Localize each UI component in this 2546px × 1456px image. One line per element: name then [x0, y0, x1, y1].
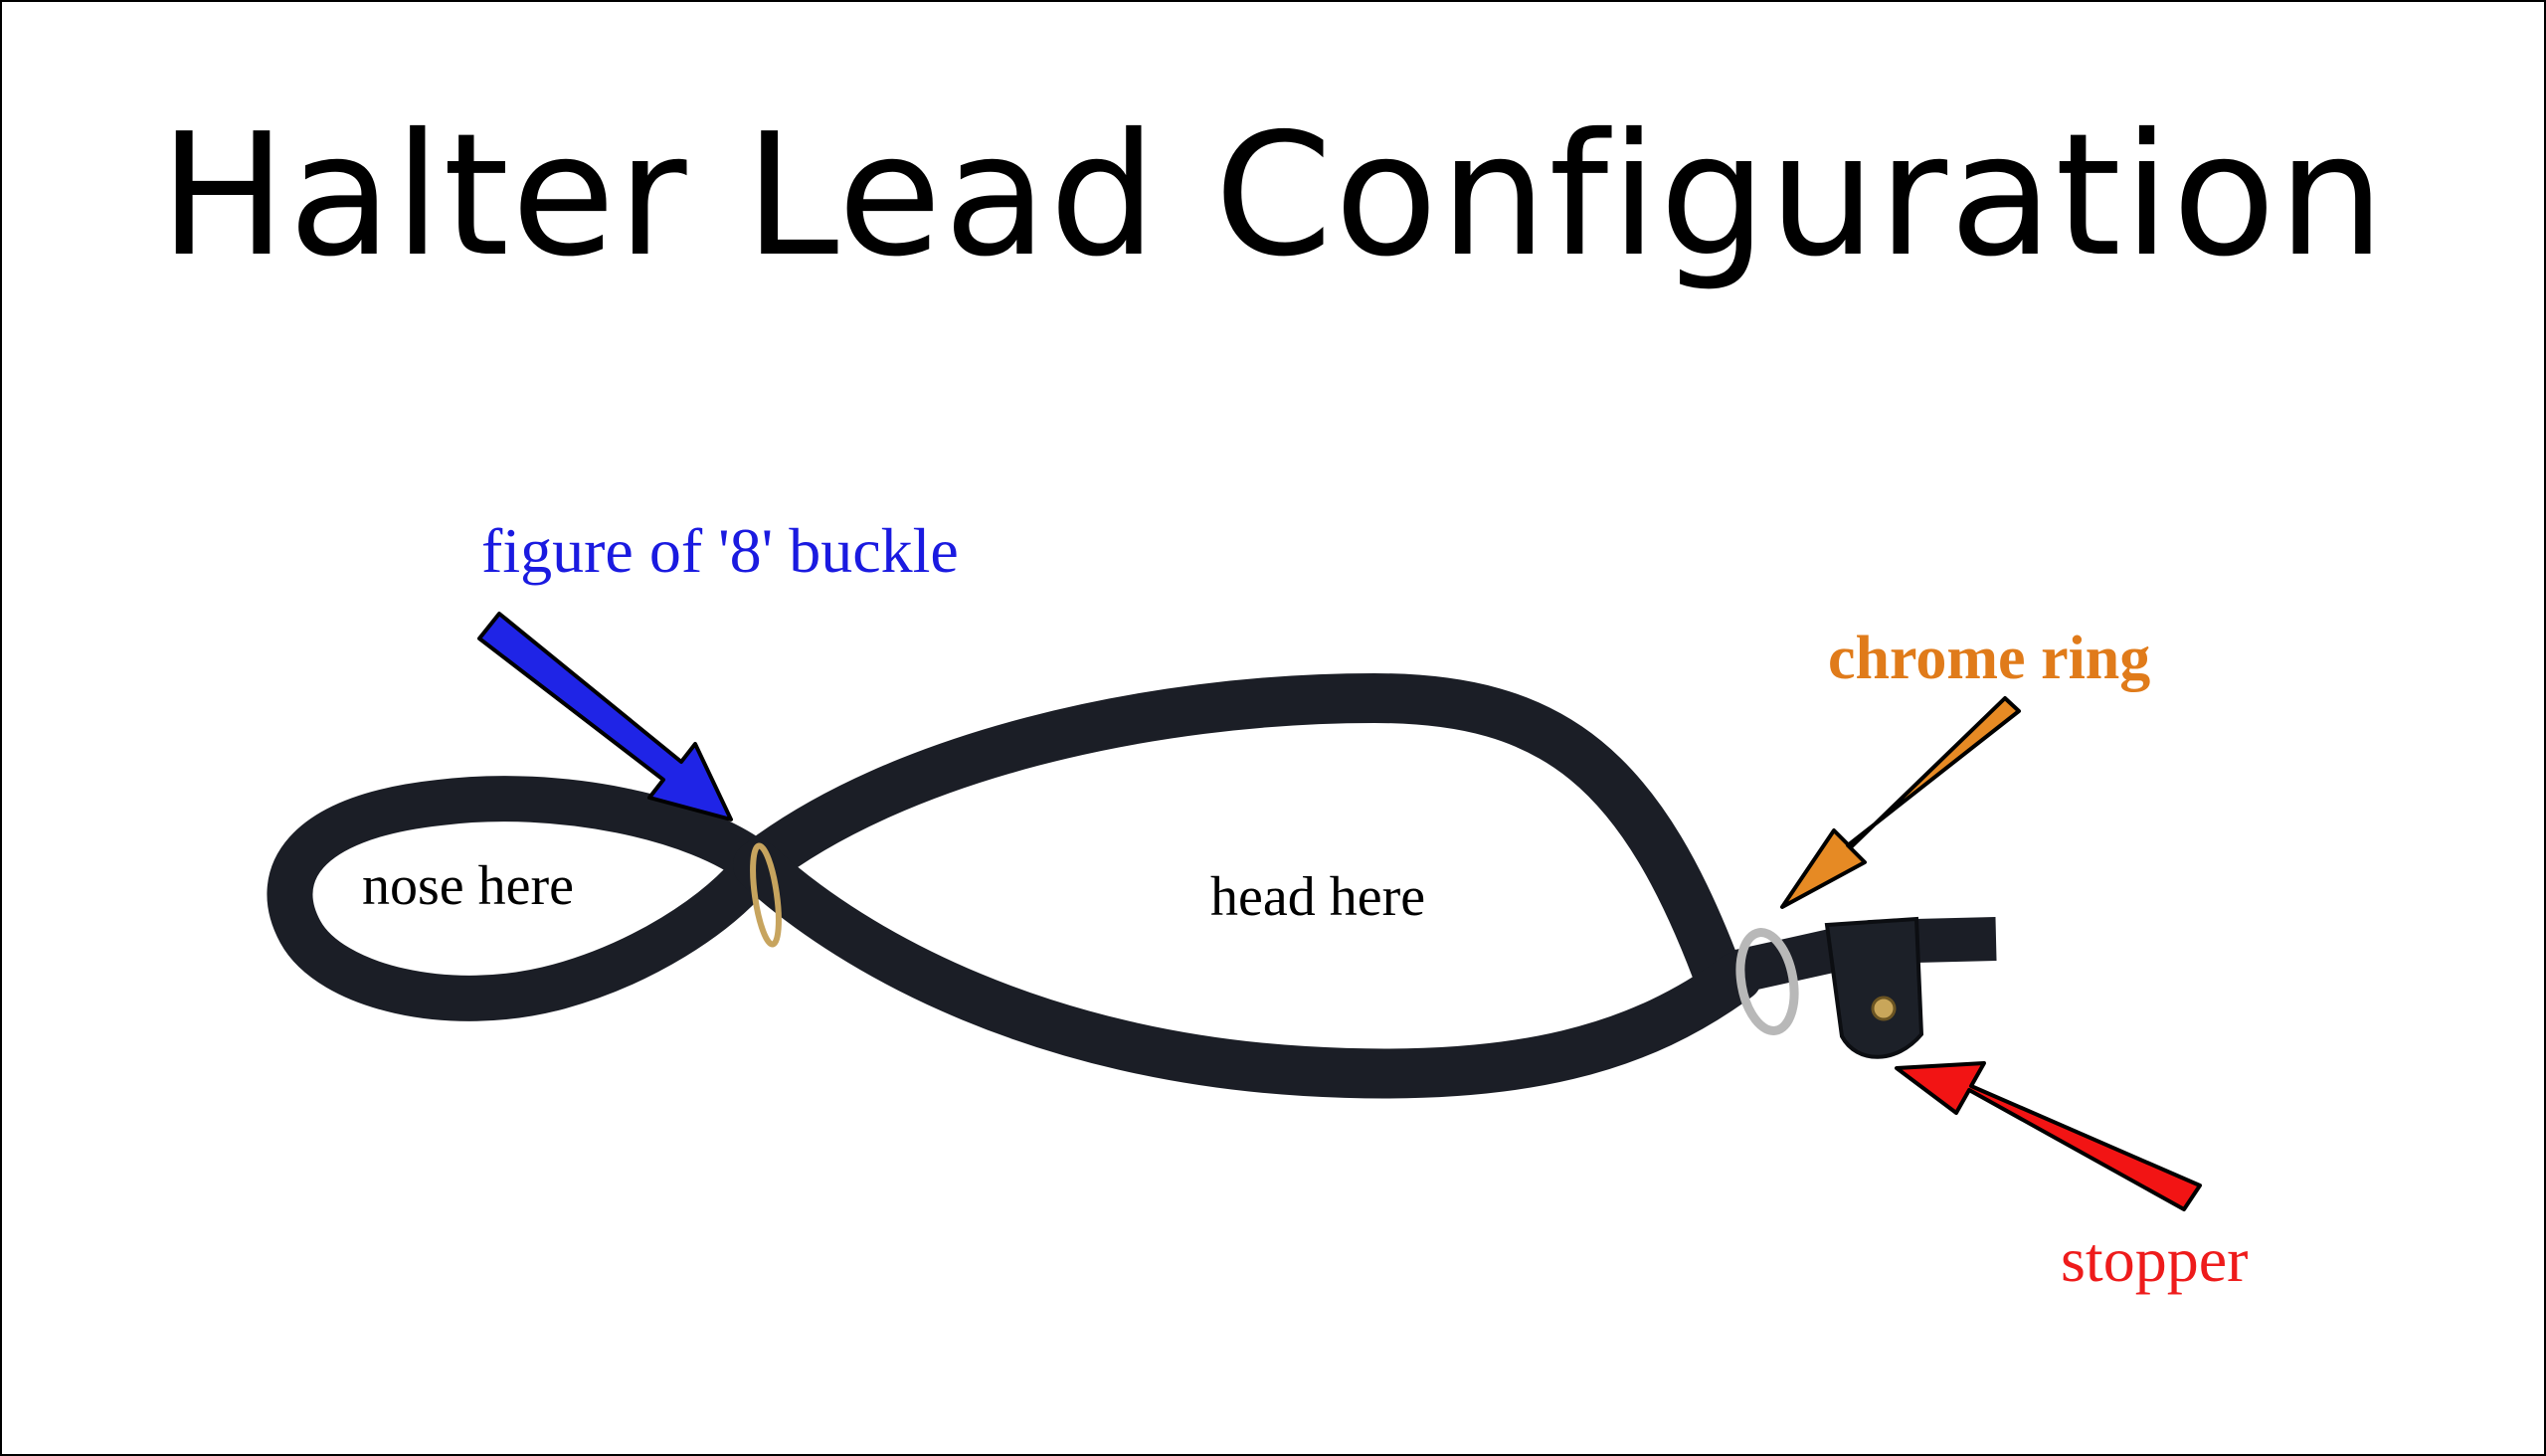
chrome-ring-label: chrome ring	[1828, 625, 2151, 692]
head-label: head here	[1210, 866, 1426, 928]
figure-eight-buckle	[750, 842, 782, 948]
buckle-arrow	[477, 612, 733, 821]
stopper-label: stopper	[2061, 1224, 2249, 1295]
stopper-piece	[1824, 916, 1924, 1059]
chrome-ring	[1735, 928, 1799, 1035]
chrome-ring-arrow	[1780, 696, 2021, 909]
nose-label: nose here	[362, 855, 575, 917]
buckle-label: figure of '8' buckle	[481, 515, 959, 586]
stopper-arrow	[1895, 1061, 2202, 1211]
arrow-icon	[1780, 696, 2021, 909]
arrow-icon	[1895, 1061, 2202, 1211]
nose-loop	[267, 776, 781, 1021]
stopper-rivet	[1871, 996, 1897, 1021]
arrow-icon	[477, 612, 733, 821]
head-loop-lower	[733, 840, 1762, 1099]
halter-lead	[267, 672, 1997, 1099]
slide-title: Halter Lead Configuration	[159, 97, 2387, 294]
head-loop-upper	[733, 672, 1747, 1011]
